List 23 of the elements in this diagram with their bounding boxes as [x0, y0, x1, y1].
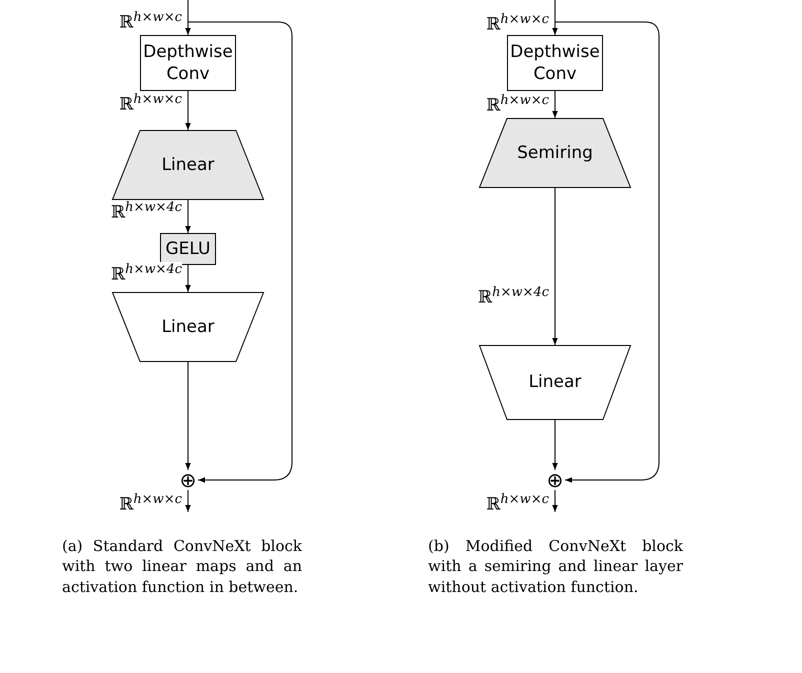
arrow	[185, 264, 191, 292]
arrow	[552, 420, 558, 470]
layer-box: Depthwise Conv	[140, 35, 236, 91]
arrow	[552, 490, 558, 512]
arrow	[552, 90, 558, 118]
arrow	[188, 22, 292, 483]
arrow	[552, 0, 558, 36]
sum-sign: ⊕	[545, 470, 565, 490]
arrow	[185, 490, 191, 512]
arrow	[185, 0, 191, 36]
trapezoid-layer: Linear	[112, 130, 264, 200]
caption: (a) Standard ConvNeXt block with two linear maps and an activation function in between.	[62, 536, 302, 597]
trapezoid-layer: Linear	[479, 345, 631, 420]
arrow	[185, 362, 191, 470]
caption: (b) Modified ConvNeXt block with a semiring and linear layer without activation function.	[428, 536, 683, 597]
arrow	[554, 22, 660, 483]
arrow	[185, 200, 191, 234]
arrow	[185, 90, 191, 130]
layer-box: Depthwise Conv	[507, 35, 603, 91]
trapezoid-layer: Linear	[112, 292, 264, 362]
trapezoid-layer: Semiring	[479, 118, 631, 188]
arrow	[552, 188, 558, 346]
sum-sign: ⊕	[178, 470, 198, 490]
